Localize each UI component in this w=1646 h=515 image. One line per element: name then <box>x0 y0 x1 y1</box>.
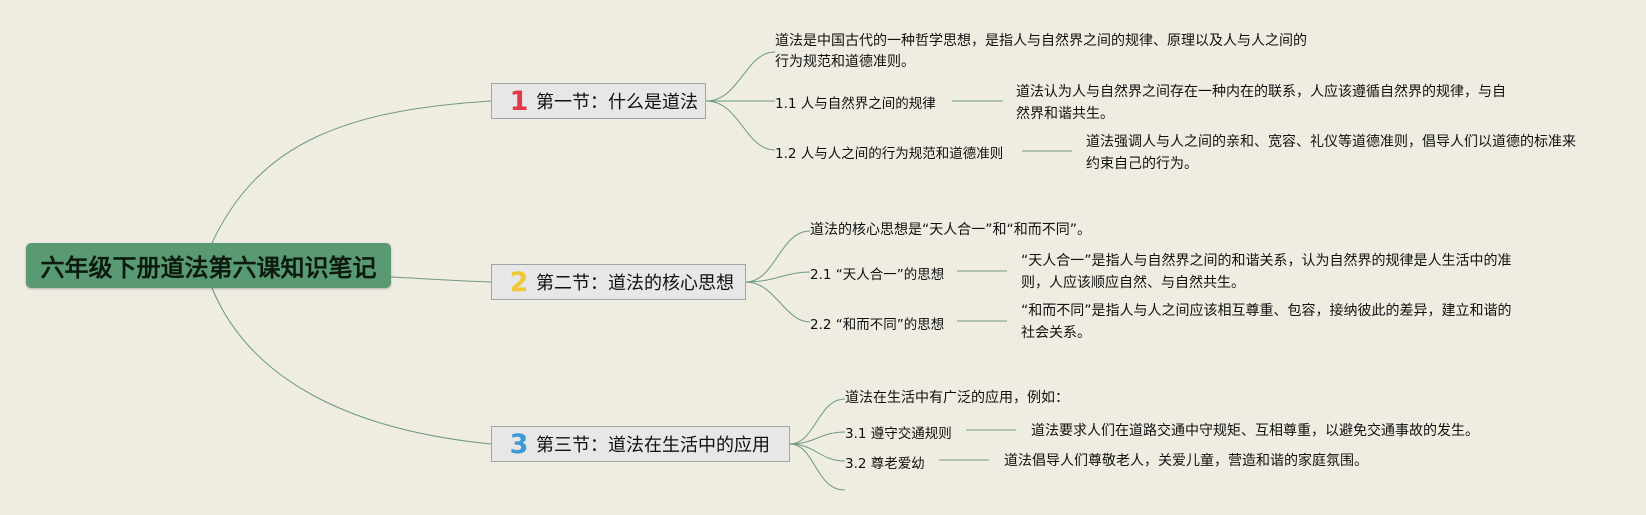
item-1-1-label: 1.1 人与自然界之间的规律 <box>775 96 936 112</box>
item-3-1-desc: 道法要求人们在道路交通中守规矩、互相尊重，以避免交通事故的发生。 <box>1031 423 1479 439</box>
root-title: 六年级下册道法第六课知识笔记 <box>40 254 377 282</box>
root-to-section-1-line <box>211 100 492 244</box>
item-1-2-label: 1.2 人与人之间的行为规范和道德准则 <box>775 146 1004 162</box>
item-2-2-label: 2.2 “和而不同”的思想 <box>810 317 945 333</box>
item-3-2-desc: 道法倡导人们尊敬老人，关爱儿童，营造和谐的家庭氛围。 <box>1004 453 1368 469</box>
section-1-to-intro-line <box>705 51 776 102</box>
section-2-to-item-1-line <box>745 271 811 283</box>
item-2-2-desc: “和而不同”是指人与人之间应该相互尊重、包容，接纳彼此的差异，建立和谐的社会关系… <box>1021 303 1512 341</box>
section-1-to-item-2-line <box>705 100 776 151</box>
section-2-title: 第二节：道法的核心思想 <box>536 273 734 294</box>
section-1-intro: 道法是中国古代的一种哲学思想，是指人与自然界之间的规律、原理以及人与人之间的行为… <box>775 33 1307 70</box>
section-1-topic[interactable]: 1 第一节：什么是道法 <box>491 83 706 119</box>
item-3-2-label: 3.2 尊老爱幼 <box>845 456 925 472</box>
section-3-to-intro-line <box>789 398 846 445</box>
item-1-1-desc: 道法认为人与自然界之间存在一种内在的联系，人应该遵循自然界的规律，与自然界和谐共… <box>1016 84 1506 122</box>
root-to-section-3-line <box>211 287 492 445</box>
number-2-icon: 2 <box>509 266 529 298</box>
section-2-topic[interactable]: 2 第二节：道法的核心思想 <box>491 264 746 300</box>
section-2-intro: 道法的核心思想是“天人合一”和“和而不同”。 <box>810 222 1092 238</box>
section-3-intro: 道法在生活中有广泛的应用，例如： <box>845 390 1069 406</box>
section-3-to-item-2-line <box>789 443 846 462</box>
item-2-1-label: 2.1 “天人合一”的思想 <box>810 267 945 283</box>
item-2-1-desc: “天人合一”是指人与自然界之间的和谐关系，认为自然界的规律是人生活中的准则，人应… <box>1021 253 1512 291</box>
root-topic[interactable]: 六年级下册道法第六课知识笔记 <box>26 243 391 288</box>
section-3-to-item-1-line <box>789 431 846 445</box>
section-3-topic[interactable]: 3 第三节：道法在生活中的应用 <box>491 426 790 462</box>
item-3-1-label: 3.1 遵守交通规则 <box>845 426 952 442</box>
number-3-icon: 3 <box>509 428 529 460</box>
item-1-2-desc: 道法强调人与人之间的亲和、宽容、礼仪等道德准则，倡导人们以道德的标准来约束自己的… <box>1086 134 1576 172</box>
number-1-icon: 1 <box>509 85 529 117</box>
section-3-title: 第三节：道法在生活中的应用 <box>536 435 770 456</box>
section-3-to-empty-line <box>789 443 846 491</box>
section-2-to-item-2-line <box>745 281 811 323</box>
section-2-to-intro-line <box>745 230 811 283</box>
section-1-title: 第一节：什么是道法 <box>536 92 698 113</box>
root-to-section-2-line <box>390 276 492 283</box>
